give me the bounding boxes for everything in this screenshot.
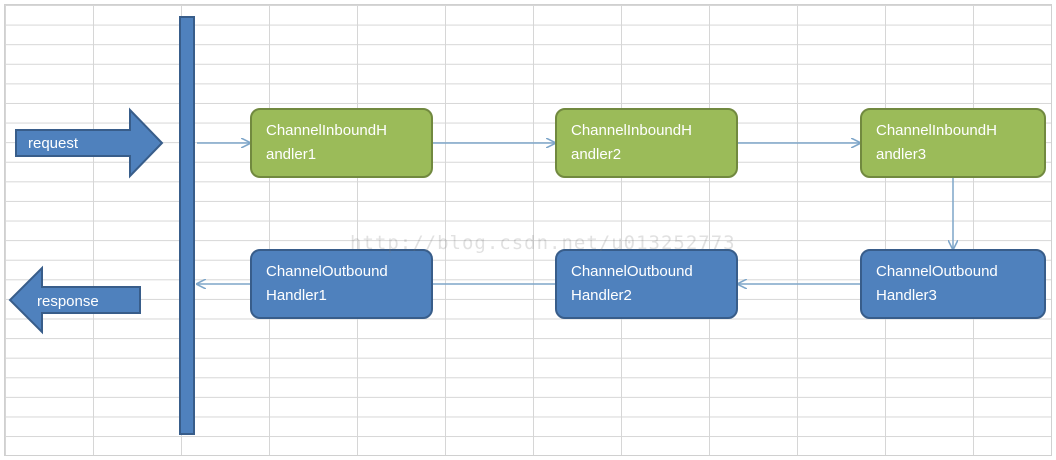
- inbound-handler-1: ChannelInboundH andler1: [250, 108, 433, 178]
- inbound-handler-3-line2: andler3: [876, 146, 927, 163]
- inbound-handler-1-line1: ChannelInboundH: [266, 122, 387, 139]
- outbound-handler-3-line2: Handler3: [876, 287, 937, 304]
- inbound-handler-3: ChannelInboundH andler3: [860, 108, 1046, 178]
- watermark-text: http://blog.csdn.net/u013252773: [350, 232, 736, 254]
- response-arrow: [8, 265, 141, 335]
- outbound-handler-2-line2: Handler2: [571, 287, 632, 304]
- outbound-handler-3: ChannelOutbound Handler3: [860, 249, 1046, 319]
- outbound-handler-2-line1: ChannelOutbound: [571, 263, 693, 280]
- request-arrow: [15, 107, 164, 179]
- inbound-handler-2-line1: ChannelInboundH: [571, 122, 692, 139]
- inbound-handler-2: ChannelInboundH andler2: [555, 108, 738, 178]
- outbound-handler-1-line1: ChannelOutbound: [266, 263, 388, 280]
- inbound-handler-2-line2: andler2: [571, 146, 622, 163]
- outbound-handler-1-line2: Handler1: [266, 287, 327, 304]
- outbound-handler-3-line1: ChannelOutbound: [876, 263, 998, 280]
- pipeline-bar: [179, 16, 195, 435]
- outbound-handler-1: ChannelOutbound Handler1: [250, 249, 433, 319]
- inbound-handler-3-line1: ChannelInboundH: [876, 122, 997, 139]
- request-label: request: [28, 135, 79, 152]
- response-label: response: [37, 293, 99, 310]
- outbound-handler-2: ChannelOutbound Handler2: [555, 249, 738, 319]
- inbound-handler-1-line2: andler1: [266, 146, 317, 163]
